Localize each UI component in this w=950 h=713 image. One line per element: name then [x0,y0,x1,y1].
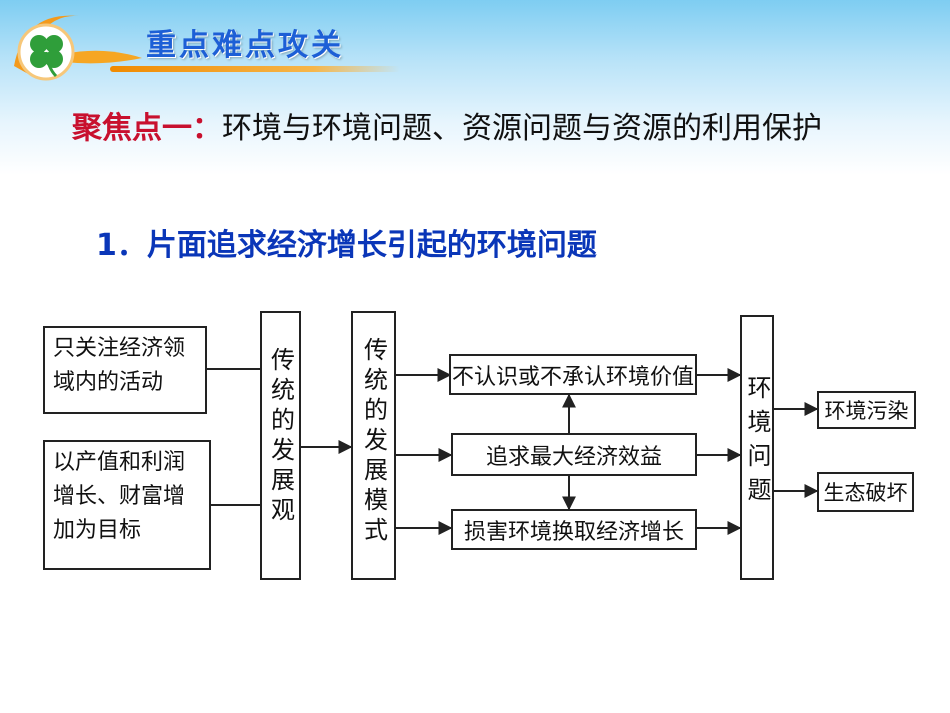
banner-underline [110,66,400,72]
clover-icon [14,15,142,81]
focus-point: 聚焦点一：环境与环境问题、资源问题与资源的利用保护 [72,104,902,154]
value-box: 不认识或不承认环境价值 [449,354,697,395]
problem-box: 环境问题 [740,315,774,580]
cause-box-1: 只关注经济领域内的活动 [43,326,207,414]
focus-text: 环境与环境问题、资源问题与资源的利用保护 [222,111,822,146]
section-subtitle: 1．片面追求经济增长引起的环境问题 [96,228,597,263]
growth-box: 损害环境换取经济增长 [451,509,697,550]
concept-box: 传统的发展观 [260,311,301,580]
cause-box-2: 以产值和利润增长、财富增加为目标 [43,440,211,570]
focus-label: 聚焦点一： [72,111,222,146]
problem-label: 环境问题 [743,375,771,511]
benefit-box: 追求最大经济效益 [451,433,697,476]
mode-label: 传统的发展模式 [359,337,388,547]
header-background [0,0,950,175]
banner-title: 重点难点攻关 [146,28,344,63]
outcome-pollution: 环境污染 [817,391,916,429]
mode-box: 传统的发展模式 [351,311,396,580]
outcome-ecology: 生态破坏 [817,472,914,512]
concept-label: 传统的发展观 [266,347,295,527]
